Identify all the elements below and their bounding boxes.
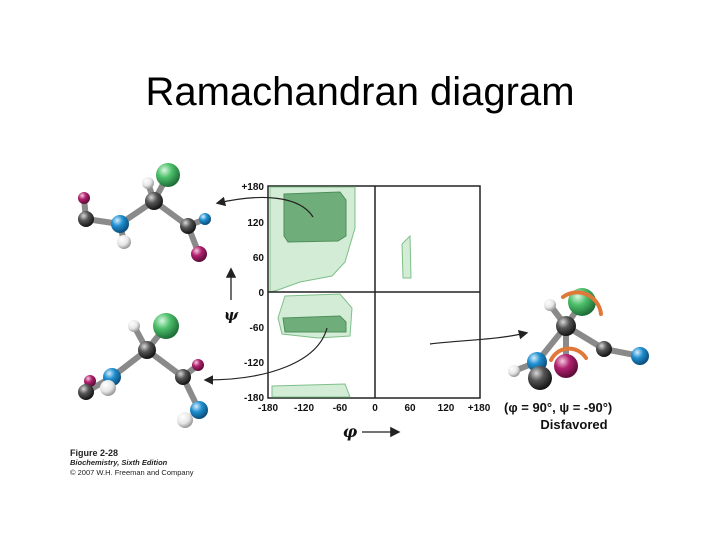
phi-tick-labels: -180 -120 -60 0 60 120 +180 [258,403,491,414]
pointer-arrow-top [215,196,314,218]
disfavored-label: Disfavored [540,417,607,432]
psi-axis-label: ψ [224,306,239,324]
allowed-region-left-alpha [401,234,412,279]
phi-tick: -120 [294,403,314,414]
pointer-arrow-right [429,329,529,345]
phi-tick: 120 [438,403,455,414]
psi-tick: 0 [258,288,264,299]
psi-tick-labels: +180 120 60 0 -60 -120 -180 [241,182,264,404]
favored-region-alpha [282,315,347,333]
pointer-arrow-middle [203,327,328,385]
copyright: © 2007 W.H. Freeman and Company [70,468,194,477]
psi-tick: -60 [250,323,265,334]
phi-tick: +180 [468,403,491,414]
phi-axis-label: φ [343,422,358,441]
molecule-bottom-left [78,313,208,428]
phi-tick: -180 [258,403,278,414]
psi-tick: -120 [244,358,264,369]
psi-tick: -180 [244,393,264,404]
molecule-top [78,163,211,262]
phi-tick: 60 [404,403,416,414]
psi-tick: +180 [241,182,264,193]
figure-caption: Figure 2-28 Biochemistry, Sixth Edition … [70,448,194,478]
page-title: Ramachandran diagram [145,70,575,114]
plot-area [267,185,481,399]
phi-tick: -60 [333,403,348,414]
psi-tick: 120 [247,218,264,229]
phi-tick: 0 [372,403,378,414]
favored-region-beta [283,191,347,243]
molecule-disfavored [508,288,649,390]
book-title: Biochemistry, Sixth Edition [70,458,168,467]
figure-number: Figure 2-28 [70,448,119,458]
disfavored-angles: (φ = 90°, ψ = -90°) [504,400,612,415]
psi-tick: 60 [253,253,265,264]
allowed-region-bottom-left [271,383,351,398]
